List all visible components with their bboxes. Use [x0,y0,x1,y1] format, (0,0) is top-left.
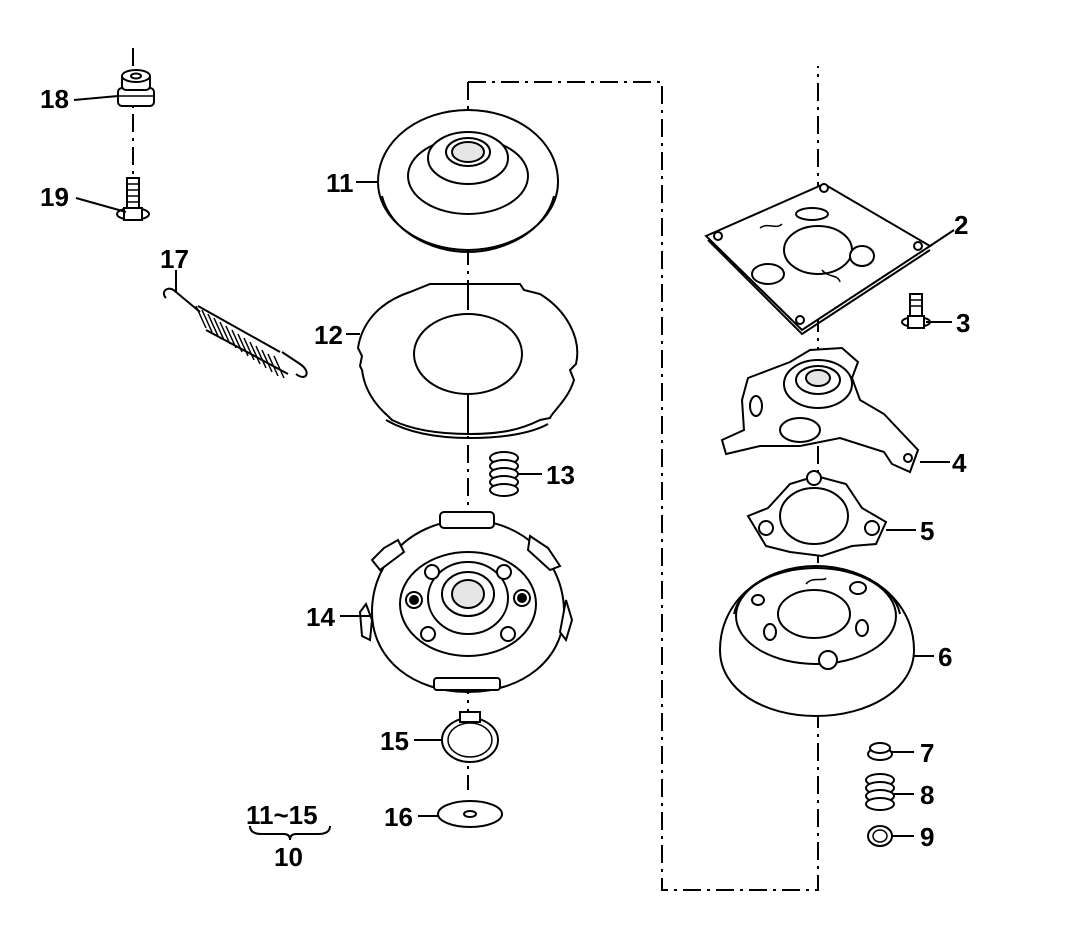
callout-13: 13 [546,460,575,490]
callout-7: 7 [920,738,934,768]
callout-18: 18 [40,84,69,114]
part-9-ring [867,825,893,847]
callout-16: 16 [384,802,413,832]
callout-9: 9 [920,822,934,852]
part-4-bracket [720,346,920,474]
callout-3: 3 [956,308,970,338]
part-2-mounting-plate [704,182,932,336]
part-7-cap [867,742,893,761]
callout-14: 14 [306,602,335,632]
part-16-washer [437,800,503,828]
part-3-bolt [901,293,931,329]
part-8-spring [865,773,895,811]
group-range-label: 11~15 [246,800,318,830]
callout-11: 11 [326,168,354,198]
part-5-gasket [746,470,888,558]
callout-19: 19 [40,182,69,212]
part-19-bolt [116,177,150,221]
callout-17: 17 [160,244,189,274]
part-15-snap-ring [441,711,499,763]
callout-5: 5 [920,516,934,546]
callout-2: 2 [954,210,968,240]
callout-labels: 2 3 4 5 6 7 8 9 11 12 13 14 15 16 17 18 … [40,84,970,872]
part-11-clutch-cover [376,108,560,254]
part-13-compression-spring [489,451,519,497]
callout-4: 4 [952,448,967,478]
part-12-friction-plate [356,283,579,440]
part-14-clutch-assembly [358,511,574,694]
callout-15: 15 [380,726,409,756]
callout-8: 8 [920,780,934,810]
part-18-mount-nut [117,69,155,107]
callout-10: 10 [274,842,303,872]
callout-12: 12 [314,320,343,350]
part-17-tension-spring [162,287,308,379]
callout-6: 6 [938,642,952,672]
leader-lines [73,95,955,841]
part-6-housing [718,564,916,718]
